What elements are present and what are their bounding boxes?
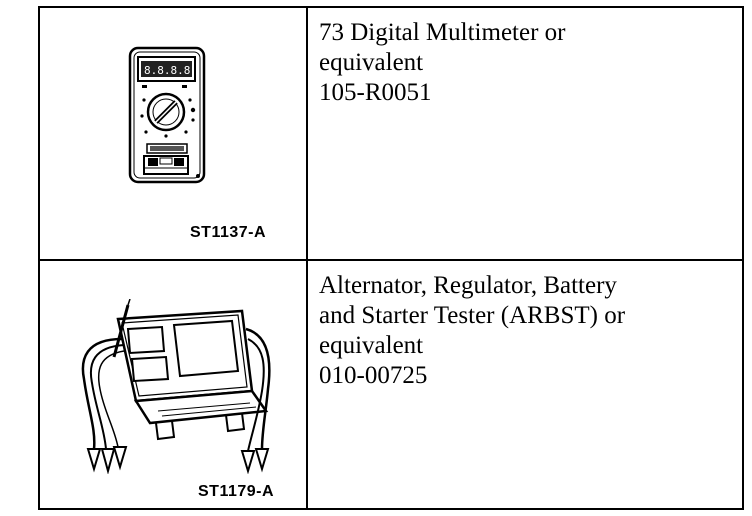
digital-multimeter-icon: 8.8.8.8 bbox=[128, 46, 206, 184]
column-divider bbox=[306, 8, 308, 508]
svg-text:8.8.8.8: 8.8.8.8 bbox=[144, 64, 190, 77]
illustration-cell: ST1179-A bbox=[40, 261, 306, 508]
figure-code: ST1137-A bbox=[190, 224, 267, 241]
illustration-cell: 8.8.8.8 bbox=[40, 8, 306, 259]
figure-code: ST1179-A bbox=[198, 483, 275, 500]
special-tools-table: 8.8.8.8 bbox=[38, 6, 744, 510]
tool-name-line: equivalent bbox=[319, 49, 424, 76]
tool-name-line: 73 Digital Multimeter or bbox=[319, 19, 566, 46]
tool-part-number: 010-00725 bbox=[319, 362, 428, 389]
tool-description: Alternator, Regulator, Battery and Start… bbox=[308, 261, 742, 508]
tool-row-multimeter: 8.8.8.8 bbox=[40, 8, 742, 261]
battery-starter-tester-icon bbox=[81, 299, 271, 474]
tool-name-line: and Starter Tester (ARBST) or bbox=[319, 302, 626, 329]
tool-row-arbst: ST1179-A Alternator, Regulator, Battery … bbox=[40, 261, 742, 508]
tool-description: 73 Digital Multimeter or equivalent 105-… bbox=[308, 8, 742, 259]
tool-name-line: equivalent bbox=[319, 332, 424, 359]
tool-name-line: Alternator, Regulator, Battery bbox=[319, 272, 617, 299]
tool-part-number: 105-R0051 bbox=[319, 79, 432, 106]
